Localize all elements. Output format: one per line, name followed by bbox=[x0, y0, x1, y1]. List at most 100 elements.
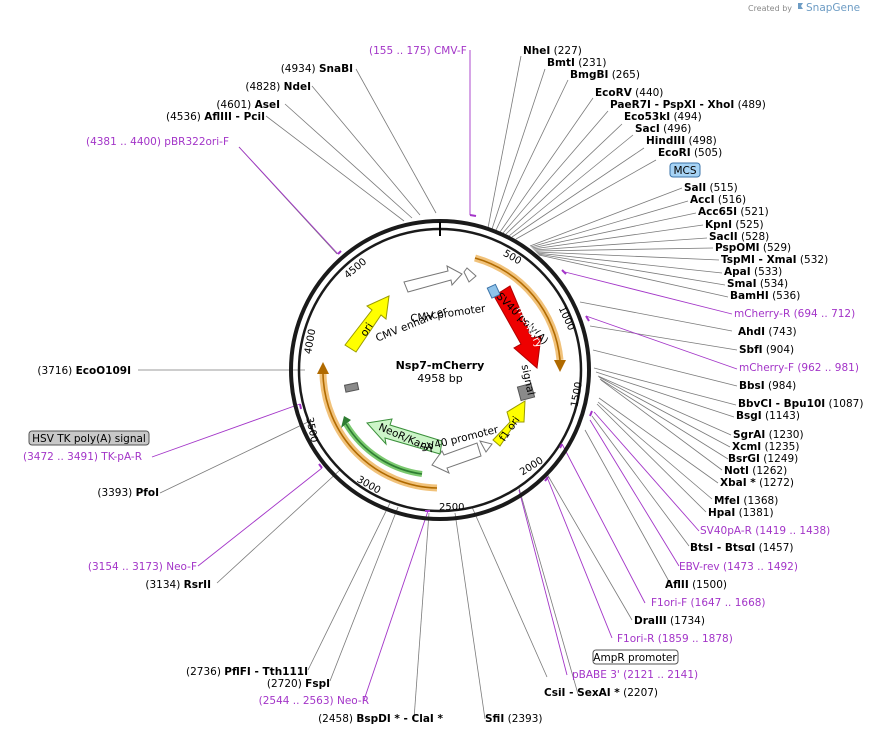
site-label-tspmi[interactable]: TspMI - XmaI (532) bbox=[721, 254, 828, 266]
site-position: (515) bbox=[706, 182, 738, 194]
primer-label-sv40pa-r[interactable]: SV40pA-R (1419 .. 1438) bbox=[700, 525, 830, 537]
site-position: (533) bbox=[751, 266, 783, 278]
site-label-eco53ki[interactable]: Eco53kI (494) bbox=[624, 111, 702, 123]
site-position: (265) bbox=[608, 69, 640, 81]
primer-label-f1ori-r[interactable]: F1ori-R (1859 .. 1878) bbox=[617, 633, 733, 645]
site-label-ecorv[interactable]: EcoRV (440) bbox=[595, 87, 663, 99]
site-label-fspi[interactable]: (2720) FspI bbox=[267, 678, 330, 690]
site-label-ahdi[interactable]: AhdI (743) bbox=[738, 326, 797, 338]
primer-label-mcherry-r[interactable]: mCherry-R (694 .. 712) bbox=[734, 308, 855, 320]
primer-label-tk-pa-r[interactable]: (3472 .. 3491) TK-pA-R bbox=[23, 451, 142, 463]
enzyme-name: Bpu10I bbox=[784, 398, 826, 410]
site-label-bbvci[interactable]: BbvCI - Bpu10I (1087) bbox=[738, 398, 863, 410]
site-label-sbfi[interactable]: SbfI (904) bbox=[739, 344, 794, 356]
site-label-pflfi[interactable]: (2736) PflFI - Tth111I bbox=[186, 666, 308, 678]
enzyme-name: TspMI bbox=[721, 254, 755, 266]
ampr-promoter-label-box[interactable]: AmpR promoter bbox=[592, 649, 679, 665]
ori-arrow[interactable] bbox=[344, 295, 390, 353]
site-label-pspomi[interactable]: PspOMI (529) bbox=[715, 242, 791, 254]
hsv-tk-polya-box[interactable] bbox=[343, 382, 360, 393]
enzyme-name: HpaI bbox=[708, 507, 735, 519]
site-position: (4536) bbox=[166, 111, 204, 123]
primer-text: (155 .. 175) CMV-F bbox=[369, 45, 467, 57]
site-label-ndei[interactable]: (4828) NdeI bbox=[245, 81, 311, 93]
site-label-aflii[interactable]: AflII (1500) bbox=[665, 579, 727, 591]
enzyme-name: NdeI bbox=[284, 81, 311, 93]
site-label-noti[interactable]: NotI (1262) bbox=[724, 465, 787, 477]
site-label-bsgi[interactable]: BsgI (1143) bbox=[736, 410, 800, 422]
sv40-promoter-arrow[interactable] bbox=[431, 442, 482, 474]
site-position: (3716) bbox=[37, 365, 75, 377]
primer-label-neo-f[interactable]: (3154 .. 3173) Neo-F bbox=[88, 561, 197, 573]
site-position: (496) bbox=[660, 123, 692, 135]
site-label-asei[interactable]: (4601) AseI bbox=[216, 99, 280, 111]
site-label-bamhi[interactable]: BamHI (536) bbox=[730, 290, 800, 302]
site-label-xcmi[interactable]: XcmI (1235) bbox=[732, 441, 799, 453]
enzyme-name: BspDI * bbox=[356, 713, 400, 725]
primer-label-ebv-rev[interactable]: EBV-rev (1473 .. 1492) bbox=[679, 561, 798, 573]
site-label-rsrii[interactable]: (3134) RsrII bbox=[145, 579, 211, 591]
cmv-enhancer-arrow[interactable] bbox=[403, 265, 463, 293]
site-label-hpai[interactable]: HpaI (1381) bbox=[708, 507, 774, 519]
site-label-bmgbi[interactable]: BmgBI (265) bbox=[570, 69, 640, 81]
site-position: (494) bbox=[670, 111, 702, 123]
cmv-promoter-arrow[interactable] bbox=[463, 267, 477, 283]
site-position: (1262) bbox=[749, 465, 787, 477]
primer-text: EBV-rev (1473 .. 1492) bbox=[679, 561, 798, 573]
sv40-polya-box[interactable] bbox=[516, 382, 536, 402]
mcs-box[interactable] bbox=[486, 283, 501, 299]
site-label-bmti[interactable]: BmtI (231) bbox=[547, 57, 606, 69]
site-label-ecori[interactable]: EcoRI (505) bbox=[658, 147, 722, 159]
site-label-xbai-[interactable]: XbaI * (1272) bbox=[720, 477, 794, 489]
site-label-ecoo109i[interactable]: (3716) EcoO109I bbox=[37, 365, 131, 377]
sv40-promoter-tip[interactable] bbox=[479, 440, 493, 453]
primer-leader-lines bbox=[151, 50, 738, 701]
primer-label-cmv-f[interactable]: (155 .. 175) CMV-F bbox=[369, 45, 467, 57]
site-label-sali[interactable]: SalI (515) bbox=[684, 182, 738, 194]
site-label-sacii[interactable]: SacII (528) bbox=[709, 231, 769, 243]
site-label-acc65i[interactable]: Acc65I (521) bbox=[698, 206, 769, 218]
site-label-saci[interactable]: SacI (496) bbox=[635, 123, 691, 135]
site-label-draiii[interactable]: DraIII (1734) bbox=[634, 615, 705, 627]
site-label-kpni[interactable]: KpnI (525) bbox=[705, 219, 764, 231]
site-label-sfii[interactable]: SfiI (2393) bbox=[485, 713, 543, 725]
leader-lines bbox=[138, 55, 738, 720]
site-label-paer7i[interactable]: PaeR7I - PspXI - XhoI (489) bbox=[610, 99, 766, 111]
primer-label-neo-r[interactable]: (2544 .. 2563) Neo-R bbox=[259, 695, 369, 707]
primer-label-mcherry-f[interactable]: mCherry-F (962 .. 981) bbox=[739, 362, 859, 374]
site-label-acci[interactable]: AccI (516) bbox=[690, 194, 746, 206]
site-label-pfoi[interactable]: (3393) PfoI bbox=[97, 487, 159, 499]
tick-4000: 4000 bbox=[303, 328, 318, 355]
site-label-mfei[interactable]: MfeI (1368) bbox=[714, 495, 778, 507]
site-label-sgrai[interactable]: SgrAI (1230) bbox=[733, 429, 804, 441]
primer-label-f1ori-f[interactable]: F1ori-F (1647 .. 1668) bbox=[651, 597, 766, 609]
enzyme-name: KpnI bbox=[705, 219, 732, 231]
primer-label-pbabe-3-[interactable]: pBABE 3' (2121 .. 2141) bbox=[572, 669, 698, 681]
enzyme-name: BsrGI bbox=[728, 453, 760, 465]
site-label-afliii[interactable]: (4536) AflIII - PciI bbox=[166, 111, 265, 123]
site-label-bspdi-[interactable]: (2458) BspDI * - ClaI * bbox=[318, 713, 443, 725]
enzyme-name: XmaI bbox=[767, 254, 797, 266]
enzyme-name: XbaI * bbox=[720, 477, 756, 489]
hsv-tk-label-box[interactable]: HSV TK poly(A) signal bbox=[28, 430, 150, 446]
site-label-nhei[interactable]: NheI (227) bbox=[523, 45, 582, 57]
mcs-label-box[interactable]: MCS bbox=[669, 162, 701, 178]
site-label-hindiii[interactable]: HindIII (498) bbox=[646, 135, 717, 147]
enzyme-name: Tth111I bbox=[263, 666, 308, 678]
enzyme-name: EcoO109I bbox=[76, 365, 131, 377]
mcherry-arrow[interactable] bbox=[493, 285, 542, 369]
primer-label-pbr322ori-f[interactable]: (4381 .. 4400) pBR322ori-F bbox=[86, 136, 229, 148]
site-position: (1500) bbox=[689, 579, 727, 591]
site-label-bsrgi[interactable]: BsrGI (1249) bbox=[728, 453, 798, 465]
site-label-smai[interactable]: SmaI (534) bbox=[727, 278, 788, 290]
f1-ori-arrow[interactable] bbox=[492, 400, 526, 447]
site-label-btsi[interactable]: BtsI - BtsαI (1457) bbox=[690, 542, 794, 554]
enzyme-name: PciI bbox=[244, 111, 265, 123]
enzyme-name: SacII bbox=[709, 231, 738, 243]
enzyme-name: PspOMI bbox=[715, 242, 760, 254]
site-label-snabi[interactable]: (4934) SnaBI bbox=[281, 63, 353, 75]
site-label-apai[interactable]: ApaI (533) bbox=[724, 266, 782, 278]
site-label-bbsi[interactable]: BbsI (984) bbox=[739, 380, 796, 392]
neor-kanr-arrow[interactable] bbox=[366, 418, 443, 455]
site-label-csii[interactable]: CsiI - SexAI * (2207) bbox=[544, 687, 658, 699]
